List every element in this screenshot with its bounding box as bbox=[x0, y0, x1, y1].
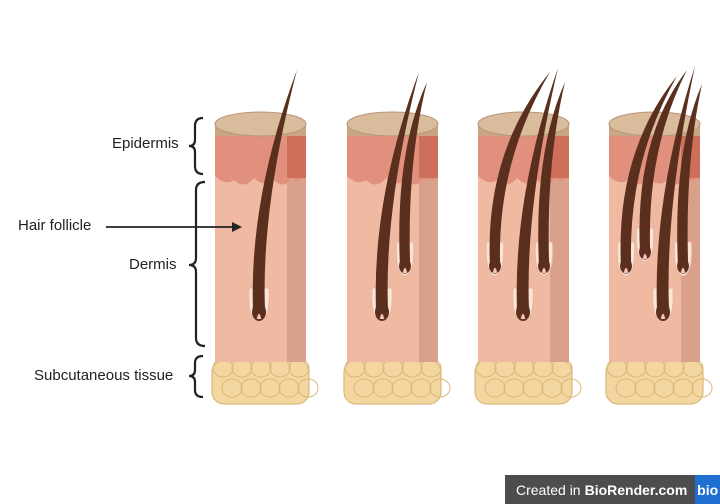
epidermis-top bbox=[214, 111, 307, 137]
subcutaneous-fat bbox=[605, 358, 713, 405]
epidermis-side bbox=[419, 130, 438, 178]
skin-sections bbox=[211, 66, 713, 405]
dermal-papilla bbox=[541, 267, 547, 274]
hair-bulb bbox=[538, 258, 550, 274]
hair-shaft bbox=[516, 68, 558, 310]
hair-bulb bbox=[677, 258, 689, 274]
epidermis-label: Epidermis bbox=[112, 135, 179, 152]
dermis-side bbox=[287, 150, 306, 362]
hair-bulb bbox=[375, 303, 389, 321]
hair-1 bbox=[371, 72, 419, 323]
skin-section-2 bbox=[343, 72, 451, 405]
epidermis-side bbox=[550, 130, 569, 178]
dermal-papilla bbox=[402, 267, 408, 274]
subcutaneous-brace bbox=[188, 354, 204, 399]
hair-1 bbox=[485, 72, 550, 277]
biorender-logo-icon: bio bbox=[695, 475, 720, 504]
hair-bulb bbox=[399, 258, 411, 274]
hair-bulb bbox=[489, 258, 501, 274]
hair-1 bbox=[616, 76, 677, 277]
dermis-brace bbox=[188, 180, 206, 348]
dermis-side bbox=[550, 150, 569, 362]
hair-shaft bbox=[252, 70, 297, 310]
hair-bulb bbox=[620, 258, 632, 274]
dermis-label: Dermis bbox=[129, 256, 177, 273]
badge-prefix: Created in bbox=[516, 481, 581, 498]
skin-section-1 bbox=[211, 70, 319, 405]
epidermis-top bbox=[346, 111, 439, 137]
hair-3 bbox=[534, 82, 565, 277]
hair-shaft bbox=[375, 72, 419, 310]
skin-section-4 bbox=[605, 66, 713, 405]
hair-2 bbox=[512, 68, 558, 323]
dermal-papilla bbox=[520, 313, 526, 320]
hair-2 bbox=[635, 70, 687, 263]
epidermis-layer bbox=[215, 130, 306, 185]
dermal-papilla bbox=[379, 313, 385, 320]
hair-shaft bbox=[639, 70, 687, 250]
dermal-papilla bbox=[642, 253, 648, 260]
hair-shaft bbox=[538, 82, 565, 264]
hair-shaft bbox=[489, 72, 550, 264]
dermis-side bbox=[419, 150, 438, 362]
hair-1 bbox=[248, 70, 297, 323]
hair-bulb bbox=[516, 303, 530, 321]
hair-follicle-label: Hair follicle bbox=[18, 217, 92, 234]
hair-bulb bbox=[252, 303, 266, 321]
subcutaneous-fat bbox=[343, 358, 451, 405]
dermal-papilla bbox=[256, 313, 262, 320]
hair-bulb bbox=[639, 244, 651, 260]
hair-4 bbox=[673, 84, 702, 277]
dermal-papilla bbox=[492, 267, 498, 274]
hair-shaft bbox=[620, 76, 677, 264]
subcutaneous-tissue-label: Subcutaneous tissue bbox=[34, 367, 174, 384]
epidermis-brace bbox=[188, 116, 204, 176]
hair-shaft bbox=[677, 84, 702, 264]
hair-shaft bbox=[399, 82, 427, 264]
badge-brand: BioRender.com bbox=[584, 481, 688, 498]
hair-2 bbox=[395, 82, 427, 277]
hair-3 bbox=[652, 66, 695, 323]
skin-section-3 bbox=[474, 68, 582, 405]
dermal-papilla bbox=[680, 267, 686, 274]
hair-shaft bbox=[656, 66, 695, 310]
subcutaneous-fat bbox=[211, 358, 319, 405]
epidermis-side bbox=[287, 130, 306, 178]
hair-bulb bbox=[656, 303, 670, 321]
dermal-papilla bbox=[623, 267, 629, 274]
dermal-papilla bbox=[660, 313, 666, 320]
subcutaneous-fat bbox=[474, 358, 582, 405]
hair-follicle-arrowhead bbox=[232, 222, 242, 232]
